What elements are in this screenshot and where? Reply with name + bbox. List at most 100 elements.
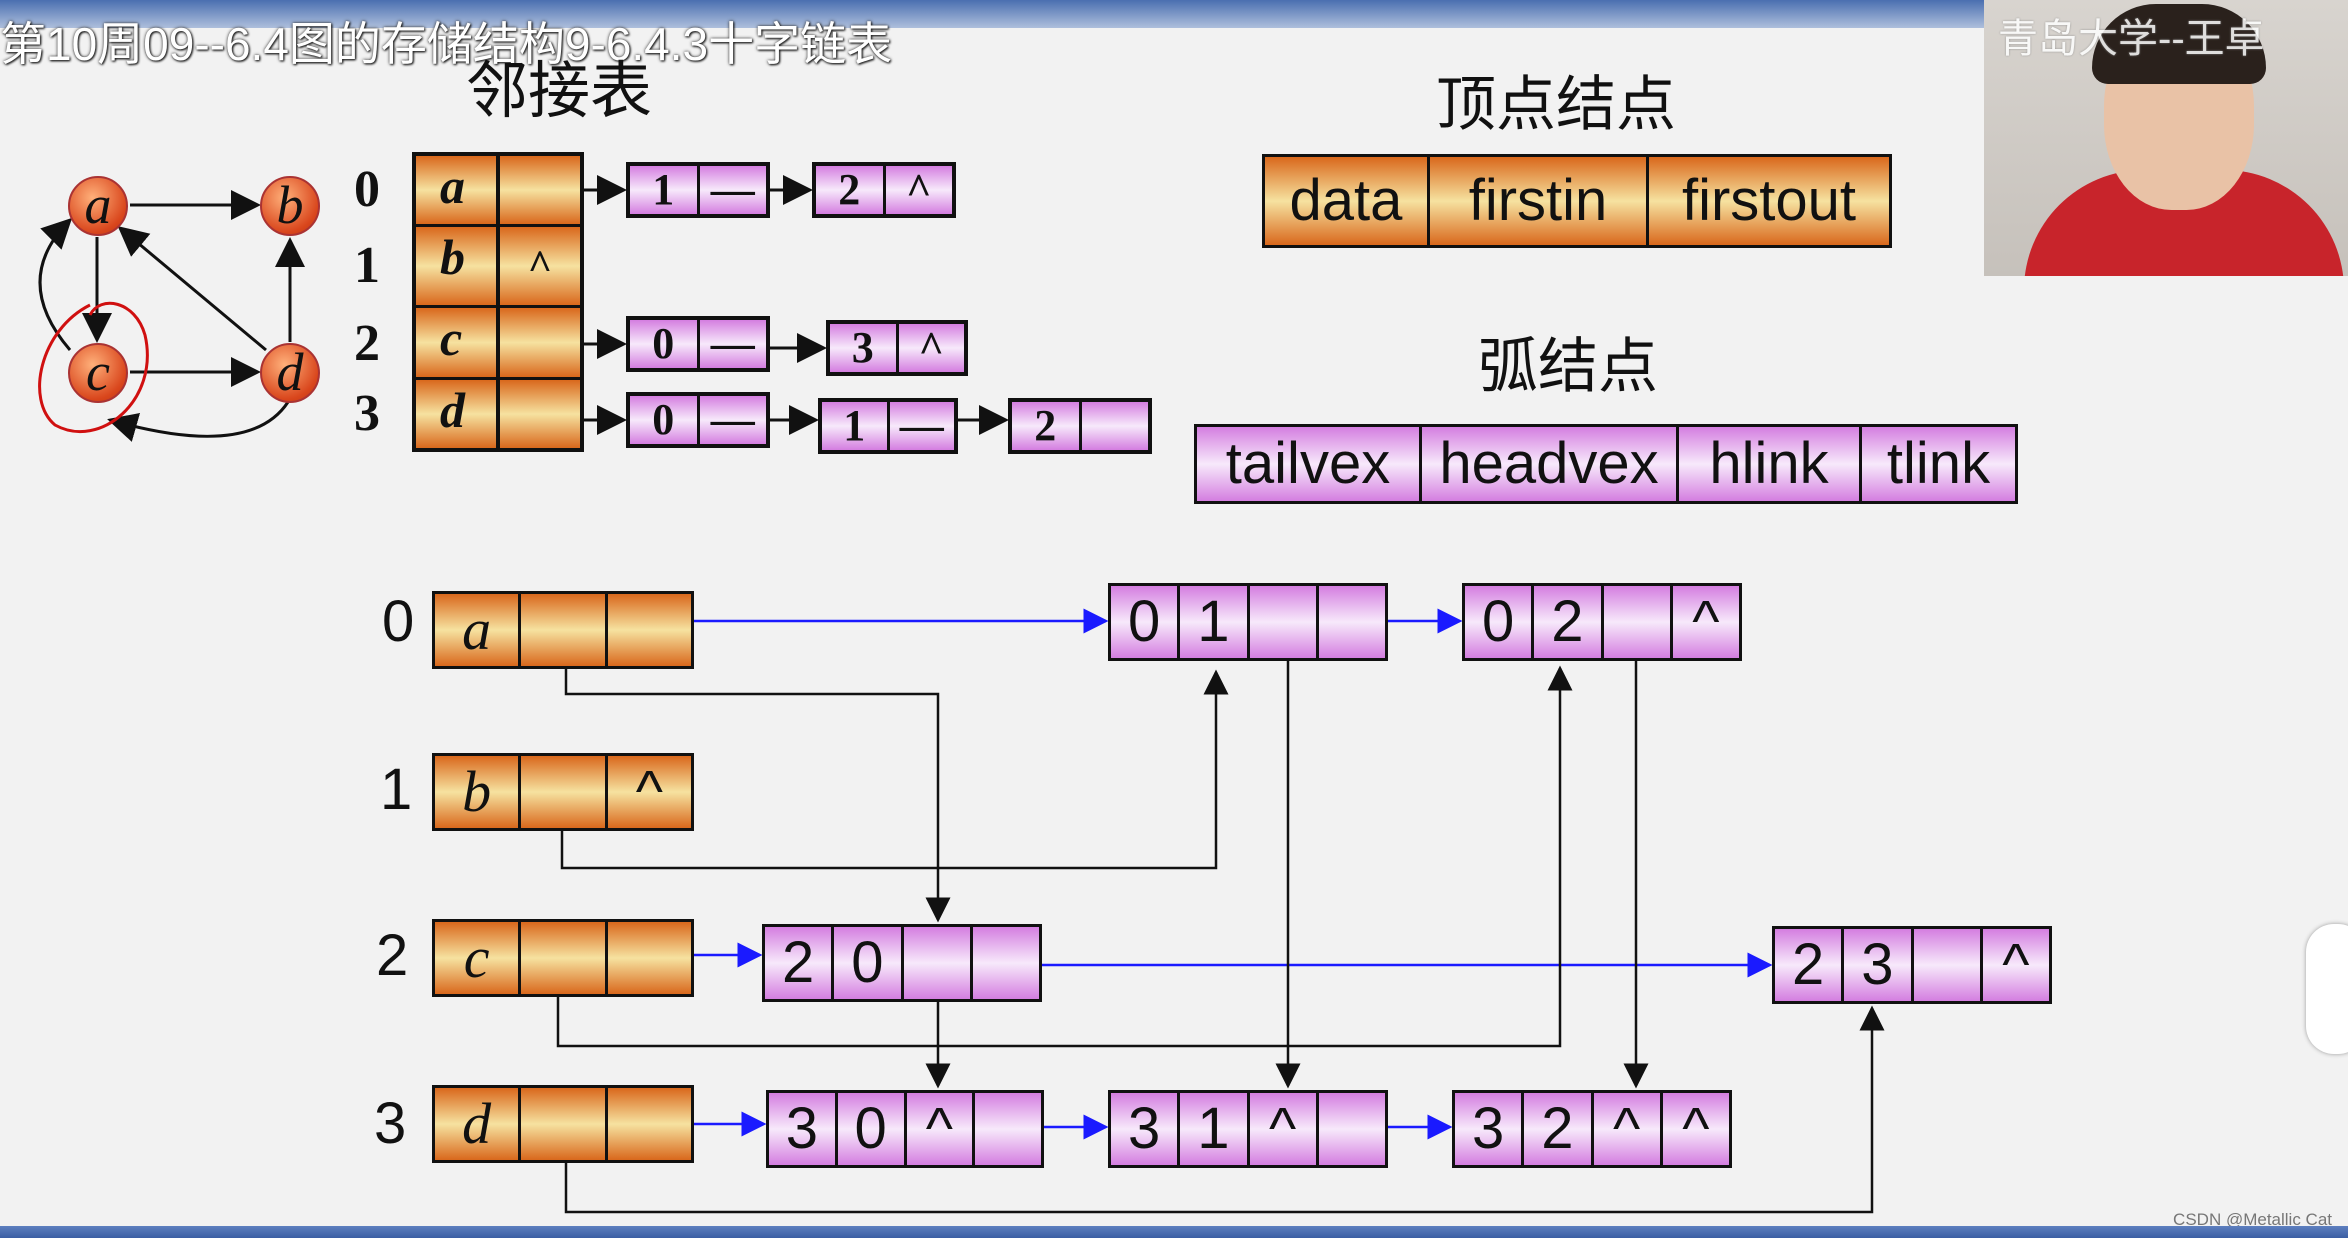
side-panel-tab[interactable]: [2306, 924, 2348, 1054]
edge-d-c-curve: [110, 402, 288, 436]
ol-index-2: 2: [376, 922, 408, 989]
arc-tailvex: 0: [1111, 586, 1177, 658]
adj-node-next: —: [697, 166, 767, 214]
adj-vertex-ptr: [500, 380, 580, 448]
arc-hlink: ^: [1591, 1093, 1660, 1165]
ol-arc-0-2: 0 2 ^: [1462, 583, 1742, 661]
arc-headvex: 0: [835, 1093, 904, 1165]
arc-tlink: [1316, 586, 1385, 658]
ol-vertex-firstin: [518, 756, 604, 828]
arc-headvex: 3: [1841, 929, 1910, 1001]
adj-node-next: —: [697, 320, 767, 368]
arc-headvex: 1: [1177, 586, 1246, 658]
video-watermark: 青岛大学--王卓: [1998, 6, 2265, 64]
adj-vertex-data: c: [416, 308, 500, 376]
arc-headvex: 1: [1177, 1093, 1246, 1165]
arc-tlink: ^: [1660, 1093, 1729, 1165]
arc-tlink: [972, 1093, 1041, 1165]
adj-node-vertex: 0: [630, 396, 697, 444]
adj-vertex-ptr: [500, 308, 580, 376]
arc-node-format: tailvex headvex hlink tlink: [1194, 424, 2018, 504]
adjacency-heading: 邻接表: [466, 40, 652, 130]
ol-vertex-firstout: [605, 594, 691, 666]
ol-arc-2-3: 2 3 ^: [1772, 926, 2052, 1004]
arc-headvex: 0: [831, 927, 900, 999]
adj-node-a-1: 1 —: [626, 162, 770, 218]
arc-hlink: [1911, 929, 1980, 1001]
arc-tlink: [1316, 1093, 1385, 1165]
edge-c-a-curve: [40, 220, 70, 350]
adj-node-c-3: 3 ^: [826, 320, 968, 376]
video-title: 第10周09--6.4图的存储结构9-6.4.3十字链表: [0, 8, 892, 74]
vertex-node-heading: 顶点结点: [1436, 56, 1676, 143]
arc-tailvex: 2: [1775, 929, 1841, 1001]
graph-node-c: c: [68, 343, 128, 403]
ol-arc-2-0: 2 0: [762, 924, 1042, 1002]
graph-node-a: a: [68, 176, 128, 236]
adj-vertex-row: d: [416, 377, 580, 448]
ol-vertex-data: a: [435, 594, 518, 666]
adj-node-vertex: 3: [830, 324, 896, 372]
field-firstout: firstout: [1646, 157, 1889, 245]
ol-index-0: 0: [382, 588, 414, 655]
ol-vertex-data: b: [435, 756, 518, 828]
arc-tailvex: 3: [769, 1093, 835, 1165]
adj-index-2: 2: [354, 314, 380, 373]
player-control-bar[interactable]: [0, 1226, 2348, 1238]
arc-tlink: ^: [1980, 929, 2049, 1001]
adj-node-next: ^: [896, 324, 965, 372]
edge-d-a: [120, 228, 266, 350]
adj-vertex-ptr: ^: [500, 227, 580, 305]
ol-vertex-d: d: [432, 1085, 694, 1163]
adj-vertex-data: a: [416, 156, 500, 224]
ol-vertex-c: c: [432, 919, 694, 997]
adj-node-vertex: 2: [816, 166, 883, 214]
firstin-c-02: [558, 668, 1560, 1046]
adj-index-0: 0: [354, 160, 380, 219]
adj-vertex-data: b: [416, 227, 500, 305]
arc-hlink: [1601, 586, 1670, 658]
adj-node-next: ^: [883, 166, 953, 214]
arc-tailvex: 3: [1455, 1093, 1521, 1165]
adj-vertex-row: c: [416, 305, 580, 376]
arc-hlink: [1247, 586, 1316, 658]
adj-index-3: 3: [354, 384, 380, 443]
adj-node-c-0: 0 —: [626, 316, 770, 372]
adj-index-1: 1: [354, 236, 380, 295]
field-firstin: firstin: [1427, 157, 1646, 245]
adj-node-d-1: 1 —: [818, 398, 958, 454]
adj-vertex-data: d: [416, 380, 500, 448]
adjacency-vertex-table: a b ^ c d: [412, 152, 584, 452]
field-hlink: hlink: [1676, 427, 1859, 501]
ol-arc-0-1: 0 1: [1108, 583, 1388, 661]
ol-arc-3-1: 3 1 ^: [1108, 1090, 1388, 1168]
ol-vertex-firstout: ^: [605, 756, 691, 828]
arc-tailvex: 2: [765, 927, 831, 999]
ol-index-3: 3: [374, 1090, 406, 1157]
arc-headvex: 2: [1521, 1093, 1590, 1165]
adj-node-next: —: [697, 396, 767, 444]
adj-node-d-0: 0 —: [626, 392, 770, 448]
adj-node-next: [1079, 402, 1149, 450]
field-tlink: tlink: [1859, 427, 2015, 501]
adj-node-vertex: 0: [630, 320, 697, 368]
field-headvex: headvex: [1419, 427, 1676, 501]
adj-vertex-ptr: [500, 156, 580, 224]
ol-vertex-firstin: [518, 1088, 604, 1160]
ol-arc-3-2: 3 2 ^ ^: [1452, 1090, 1732, 1168]
graph-node-d: d: [260, 343, 320, 403]
field-data: data: [1265, 157, 1427, 245]
adj-node-next: —: [887, 402, 955, 450]
arc-tailvex: 0: [1465, 586, 1531, 658]
ol-vertex-b: b ^: [432, 753, 694, 831]
ol-vertex-firstin: [518, 594, 604, 666]
arc-hlink: ^: [904, 1093, 973, 1165]
ol-vertex-a: a: [432, 591, 694, 669]
adj-node-vertex: 1: [822, 402, 887, 450]
arc-node-heading: 弧结点: [1478, 318, 1658, 405]
graph-node-b: b: [260, 176, 320, 236]
vertex-node-format: data firstin firstout: [1262, 154, 1892, 248]
arc-hlink: ^: [1247, 1093, 1316, 1165]
arc-headvex: 2: [1531, 586, 1600, 658]
ol-vertex-data: d: [435, 1088, 518, 1160]
